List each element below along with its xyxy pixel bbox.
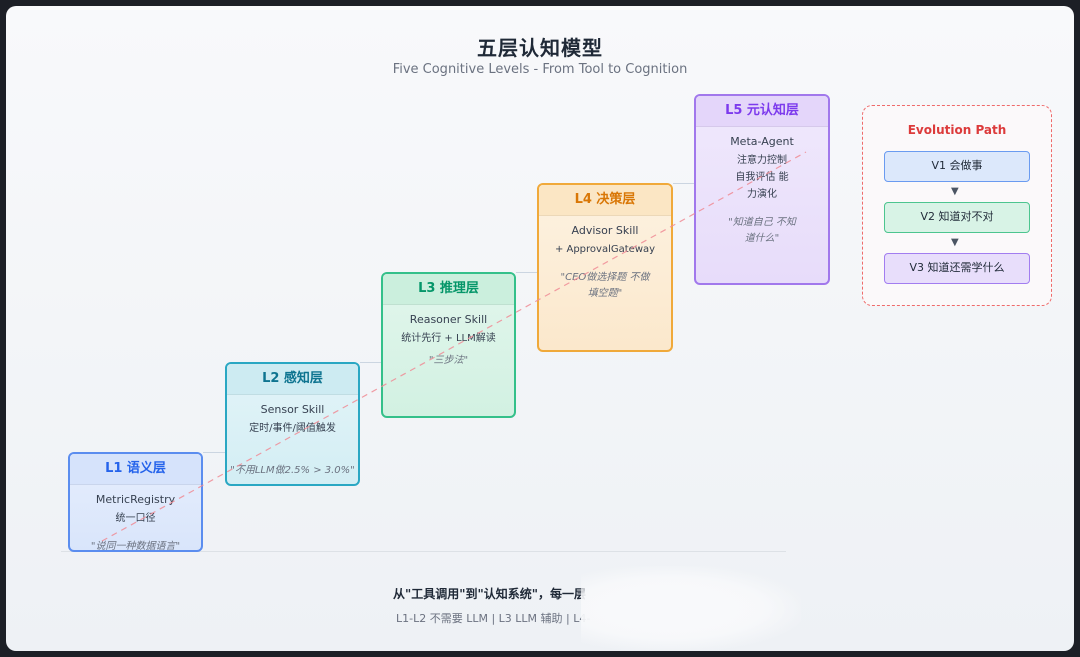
evolution-step-v2: V2 知道对不对: [884, 202, 1030, 233]
evolution-path-panel: Evolution Path V1 会做事 ▼ V2 知道对不对 ▼ V3 知道…: [862, 105, 1052, 306]
connector-l2-l3: [360, 362, 381, 363]
level-l4-skill: Advisor Skill: [571, 224, 639, 237]
level-l2-box: L2 感知层 Sensor Skill 定时/事件/阈值触发 "不用LLM做2.…: [225, 362, 360, 486]
evolution-path-title: Evolution Path: [907, 123, 1007, 137]
connector-l3-l4: [516, 272, 537, 273]
trend-line: [101, 151, 807, 542]
level-l1-box: L1 语义层 MetricRegistry 统一口径 "说同一种数据语言": [68, 452, 203, 552]
level-l2-title: L2 感知层: [227, 364, 358, 395]
evolution-step-v3: V3 知道还需学什么: [884, 253, 1030, 284]
connector-l1-l2: [203, 452, 225, 453]
evolution-step-v1: V1 会做事: [884, 151, 1030, 182]
blur-overlay: [581, 566, 801, 651]
level-l2-skill: Sensor Skill: [260, 403, 325, 416]
level-l5-skill: Meta-Agent: [730, 135, 794, 148]
diagram-title: 五层认知模型: [477, 36, 603, 60]
arrow-down-icon: ▼: [951, 237, 959, 248]
diagram-subtitle: Five Cognitive Levels - From Tool to Cog…: [392, 62, 688, 77]
diagram-canvas: 五层认知模型 Five Cognitive Levels - From Tool…: [6, 6, 1074, 651]
level-l4-desc: + ApprovalGateway: [554, 244, 656, 255]
level-l3-title: L3 推理层: [383, 274, 514, 305]
arrow-down-icon: ▼: [951, 186, 959, 197]
level-l1-desc: 统一口径: [115, 513, 156, 524]
level-l3-desc: 统计先行 + LLM解读: [401, 333, 496, 344]
baseline: [61, 551, 786, 552]
level-l4-box: L4 决策层 Advisor Skill + ApprovalGateway "…: [537, 183, 673, 352]
level-l1-quote: "说同一种数据语言": [90, 541, 181, 552]
level-l5-quote: "知道自己 不知道什么": [728, 217, 796, 244]
level-l5-desc: 注意力控制 自我评估 能力演化: [735, 155, 789, 200]
level-l5-title: L5 元认知层: [696, 96, 828, 127]
footer-summary: 从"工具调用"到"认知系统"，每一层: [393, 587, 587, 601]
level-l3-box: L3 推理层 Reasoner Skill 统计先行 + LLM解读 "三步法": [381, 272, 516, 418]
connector-l4-l5: [673, 183, 694, 184]
level-l1-skill: MetricRegistry: [95, 493, 176, 506]
footer-legend: L1-L2 不需要 LLM | L3 LLM 辅助 | L4-: [396, 612, 591, 625]
level-l4-quote: "CEO做选择题 不做填空题": [560, 272, 650, 299]
level-l2-quote: "不用LLM做2.5% > 3.0%": [230, 465, 355, 476]
level-l5-box: L5 元认知层 Meta-Agent 注意力控制 自我评估 能力演化 "知道自己…: [694, 94, 830, 285]
level-l1-title: L1 语义层: [70, 454, 201, 485]
level-l2-desc: 定时/事件/阈值触发: [249, 423, 336, 434]
level-l3-skill: Reasoner Skill: [409, 313, 488, 326]
level-l4-title: L4 决策层: [539, 185, 671, 216]
level-l3-quote: "三步法": [428, 355, 469, 366]
